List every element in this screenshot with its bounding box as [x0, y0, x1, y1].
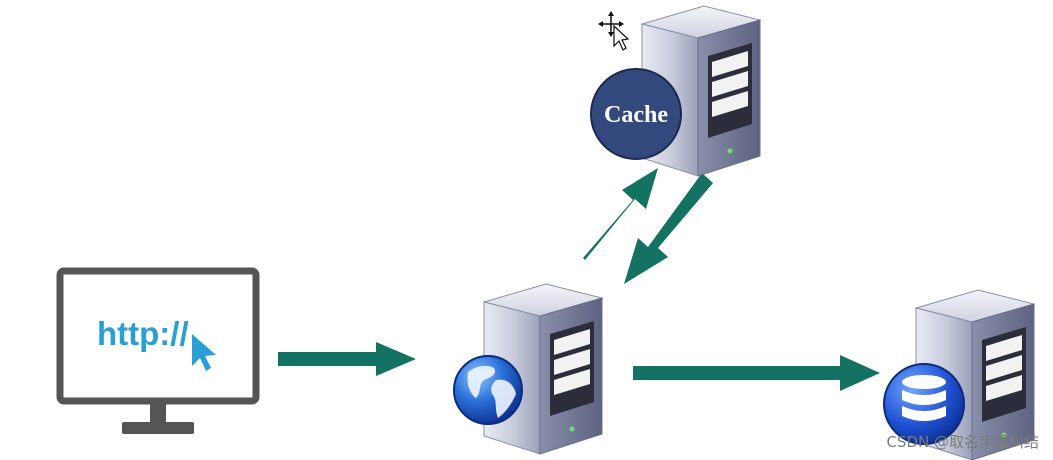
arrow-cache-to-web — [624, 173, 713, 284]
arrow-web-to-db — [633, 355, 880, 391]
cursor-arrow-icon — [192, 334, 216, 371]
arrow-browser-to-web — [278, 342, 416, 376]
db-server — [883, 289, 1035, 460]
cache-badge: Cache — [590, 68, 682, 160]
web-server — [453, 283, 603, 455]
cache-label: Cache — [604, 102, 668, 128]
move-cursor-icon — [598, 11, 630, 51]
url-text: http:// — [97, 315, 189, 352]
cache-server: Cache — [590, 5, 761, 177]
arrow-web-to-cache — [583, 168, 658, 260]
watermark: CSDN @取名字超纠结 — [886, 433, 1039, 451]
browser-monitor: http:// — [56, 267, 260, 434]
database-icon — [883, 363, 965, 445]
globe-icon — [453, 355, 523, 425]
